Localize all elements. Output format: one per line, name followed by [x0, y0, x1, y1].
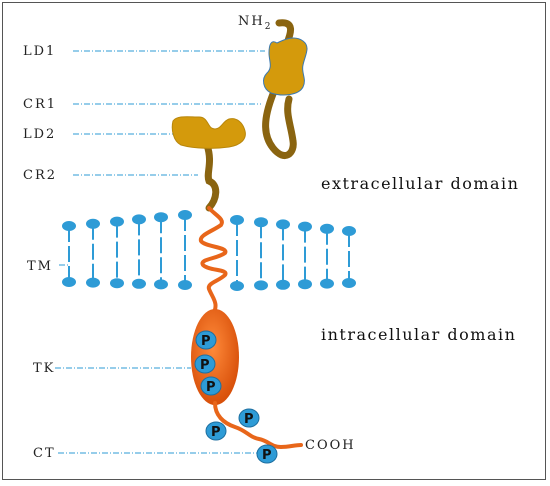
phosphate-group: P	[256, 444, 278, 464]
phospholipid	[342, 226, 356, 288]
phospholipid	[298, 221, 312, 290]
transmembrane-helix	[198, 206, 228, 317]
receptor-diagram: LD1 CR1 LD2 CR2 TM TK CT NH2 extracellul…	[23, 14, 519, 464]
phosphate-group: P	[195, 330, 217, 350]
svg-text:P: P	[206, 380, 216, 395]
label-ld1: LD1	[23, 44, 56, 59]
phosphate-group: P	[238, 408, 260, 428]
leader-lines	[55, 50, 265, 454]
extracellular-domain-label: extracellular domain	[321, 174, 519, 193]
phospholipid	[154, 212, 168, 290]
diagram-canvas: LD1 CR1 LD2 CR2 TM TK CT NH2 extracellul…	[2, 2, 546, 480]
svg-text:P: P	[211, 425, 221, 440]
label-cr2: CR2	[23, 168, 57, 183]
n-terminus-label: NH2	[238, 14, 272, 32]
intracellular-domain-label: intracellular domain	[321, 325, 516, 344]
c-terminal-tail	[213, 401, 303, 450]
phospholipid	[230, 215, 244, 291]
ld1-domain	[263, 37, 308, 96]
phospholipid	[110, 216, 124, 289]
label-tm: TM	[27, 259, 53, 274]
phospholipid	[62, 221, 76, 287]
label-ld2: LD2	[23, 127, 56, 142]
phospholipid	[320, 223, 334, 289]
ld2-domain	[171, 116, 246, 149]
phospholipid	[276, 219, 290, 290]
phospholipid	[254, 217, 268, 291]
label-cr1: CR1	[23, 97, 57, 112]
phosphate-group: P	[200, 376, 222, 396]
phospholipid	[86, 218, 100, 288]
c-terminus-label: COOH	[305, 438, 356, 453]
svg-text:P: P	[201, 334, 211, 349]
svg-text:P: P	[200, 358, 210, 373]
phosphate-group: P	[194, 354, 216, 374]
phospholipid	[132, 214, 146, 289]
svg-text:P: P	[262, 448, 272, 463]
svg-text:P: P	[244, 412, 254, 427]
phosphate-group: P	[205, 421, 227, 441]
cell-membrane	[62, 210, 356, 291]
label-ct: CT	[33, 446, 56, 461]
label-tk: TK	[33, 361, 55, 376]
phospholipid	[178, 210, 192, 290]
